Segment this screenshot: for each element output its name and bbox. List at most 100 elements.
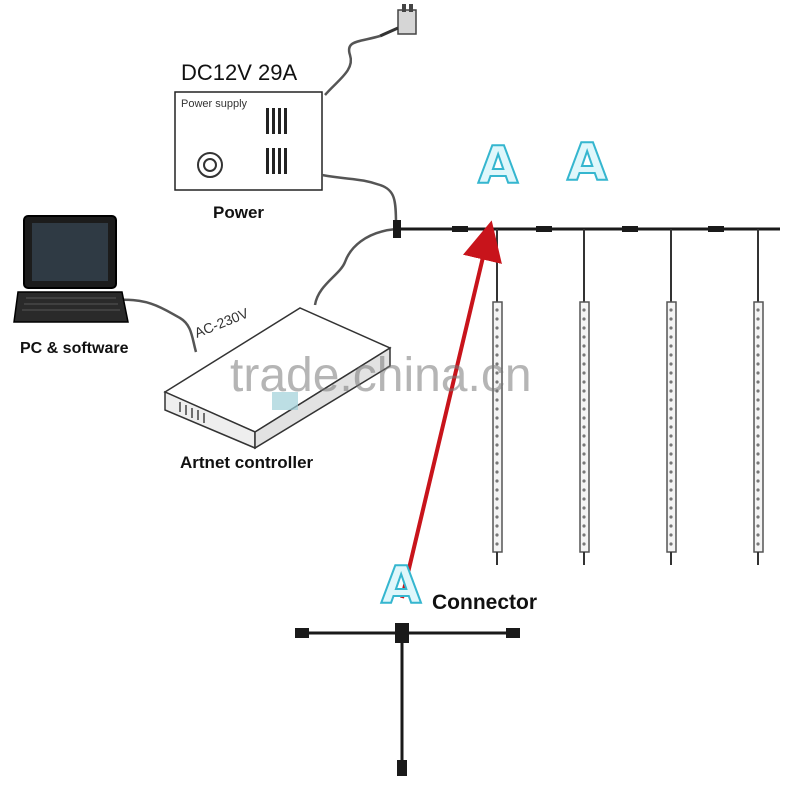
led-dot — [582, 416, 586, 420]
led-dot — [495, 317, 499, 321]
t-connector — [295, 623, 520, 776]
led-dot — [495, 353, 499, 357]
led-dot — [756, 416, 760, 420]
led-dot — [669, 389, 673, 393]
controller-data-cable — [313, 227, 397, 306]
led-dot — [582, 317, 586, 321]
led-dot — [669, 497, 673, 501]
led-dot — [495, 371, 499, 375]
pc-data-cable — [117, 298, 198, 353]
tube-led-dots — [495, 308, 760, 546]
led-dot — [756, 533, 760, 537]
led-dot — [669, 470, 673, 474]
led-dot — [495, 389, 499, 393]
led-dot — [582, 371, 586, 375]
led-dot — [756, 425, 760, 429]
led-dot — [582, 443, 586, 447]
led-dot — [495, 380, 499, 384]
led-dot — [756, 362, 760, 366]
led-dot — [756, 380, 760, 384]
led-dot — [756, 434, 760, 438]
led-dot — [756, 488, 760, 492]
led-dot — [669, 533, 673, 537]
led-dot — [582, 308, 586, 312]
led-dot — [495, 461, 499, 465]
led-dot — [582, 461, 586, 465]
led-dot — [669, 317, 673, 321]
led-dot — [582, 506, 586, 510]
led-dot — [756, 344, 760, 348]
led-dot — [669, 479, 673, 483]
artnet-controller-box — [163, 307, 392, 450]
led-dot — [495, 335, 499, 339]
power-supply-box-label: Power supply — [181, 98, 248, 110]
led-dot — [756, 308, 760, 312]
led-dot — [582, 425, 586, 429]
pc-caption: PC & software — [20, 340, 129, 357]
led-dot — [582, 434, 586, 438]
power-caption: Power — [213, 203, 265, 222]
led-dot — [582, 335, 586, 339]
led-dot — [495, 398, 499, 402]
led-dot — [756, 506, 760, 510]
power-plug — [379, 4, 417, 38]
marker-a-top-2: A — [566, 133, 608, 193]
led-dot — [582, 353, 586, 357]
led-dot — [495, 497, 499, 501]
led-dot — [756, 326, 760, 330]
led-dot — [669, 353, 673, 357]
led-dot — [582, 344, 586, 348]
led-dot — [669, 407, 673, 411]
led-dot — [669, 515, 673, 519]
led-dot — [495, 308, 499, 312]
led-dot — [756, 452, 760, 456]
led-dot — [669, 506, 673, 510]
led-dot — [669, 398, 673, 402]
led-dot — [582, 497, 586, 501]
led-dot — [669, 380, 673, 384]
led-dot — [756, 470, 760, 474]
led-dot — [756, 389, 760, 393]
led-dot — [495, 443, 499, 447]
led-dot — [495, 452, 499, 456]
led-dot — [756, 335, 760, 339]
led-dot — [495, 416, 499, 420]
marker-a-connector: A — [380, 556, 422, 616]
led-dot — [495, 326, 499, 330]
led-dot — [582, 326, 586, 330]
led-dot — [495, 488, 499, 492]
led-dot — [582, 524, 586, 528]
led-dot — [669, 344, 673, 348]
led-dot — [756, 515, 760, 519]
laptop-icon — [13, 215, 129, 323]
led-dot — [495, 344, 499, 348]
connector-caption: Connector — [432, 591, 537, 614]
led-dot — [669, 416, 673, 420]
artnet-controller-caption: Artnet controller — [180, 453, 314, 472]
led-dot — [582, 479, 586, 483]
led-dot — [756, 371, 760, 375]
bus-joints — [393, 220, 724, 238]
led-dot — [582, 470, 586, 474]
led-dot — [669, 425, 673, 429]
led-dot — [495, 434, 499, 438]
led-dot — [582, 515, 586, 519]
led-dot — [669, 461, 673, 465]
led-dot — [756, 407, 760, 411]
led-dot — [582, 488, 586, 492]
power-supply-box — [174, 91, 323, 191]
led-dot — [582, 362, 586, 366]
led-dot — [669, 371, 673, 375]
led-dot — [669, 443, 673, 447]
led-dot — [495, 470, 499, 474]
plug-cable — [324, 34, 381, 96]
led-dot — [495, 506, 499, 510]
led-dot — [669, 488, 673, 492]
led-tube-3 — [666, 229, 677, 565]
led-dot — [669, 362, 673, 366]
led-dot — [495, 425, 499, 429]
led-dot — [756, 542, 760, 546]
led-dot — [669, 326, 673, 330]
led-dot — [495, 479, 499, 483]
